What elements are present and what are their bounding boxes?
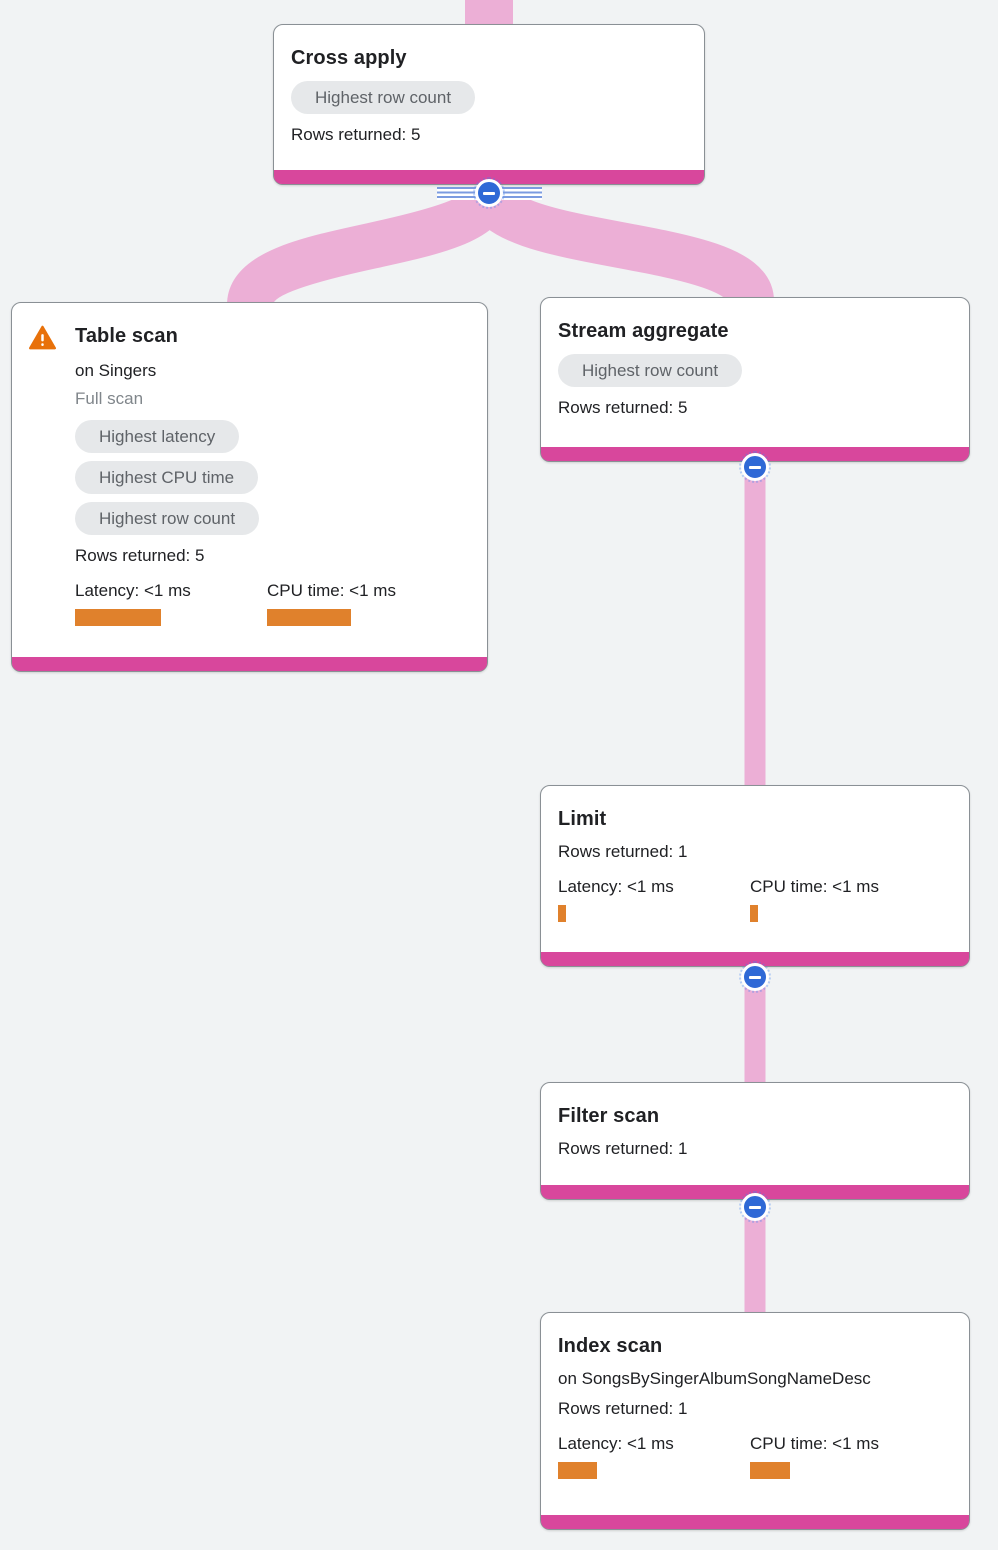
cpu-time-label: CPU time: <1 ms: [750, 877, 879, 896]
latency-bar: [558, 905, 566, 922]
collapse-button-filter-scan[interactable]: [739, 1191, 771, 1223]
latency-label: Latency: <1 ms: [558, 1434, 674, 1453]
edge-cross-apply-to-stream-aggregate: [466, 184, 774, 306]
node-accent-bar: [12, 657, 487, 671]
collapse-button-limit[interactable]: [739, 961, 771, 993]
highlight-badge: Highest row count: [558, 354, 743, 387]
cpu-time-bar: [750, 905, 758, 922]
minus-icon: [749, 1205, 761, 1209]
node-accent-bar: [541, 1185, 969, 1199]
rows-returned: Rows returned: 1: [558, 1399, 688, 1418]
latency-label: Latency: <1 ms: [75, 581, 191, 600]
collapse-button-stream-aggregate[interactable]: [739, 451, 771, 483]
warning-icon: [29, 325, 56, 350]
rows-returned: Rows returned: 1: [558, 842, 688, 861]
node-title: Index scan: [558, 1335, 663, 1357]
edge-stripe-right: [502, 187, 542, 200]
plan-node-filter-scan[interactable]: Filter scan Rows returned: 1: [540, 1082, 970, 1200]
highlight-badge: Highest row count: [291, 81, 476, 114]
minus-icon: [749, 465, 761, 469]
latency-label: Latency: <1 ms: [558, 877, 674, 896]
rows-returned: Rows returned: 5: [558, 398, 688, 417]
plan-node-limit[interactable]: Limit Rows returned: 1 Latency: <1 ms CP…: [540, 785, 970, 967]
node-accent-bar: [541, 1515, 969, 1529]
node-subtitle: on Singers: [75, 361, 157, 380]
node-accent-bar: [274, 170, 704, 184]
highlight-badge: Highest latency: [75, 420, 240, 453]
node-title: Cross apply: [291, 47, 407, 69]
cpu-time-bar: [750, 1462, 790, 1479]
node-title: Filter scan: [558, 1105, 660, 1127]
highlight-badge: Highest CPU time: [75, 461, 259, 494]
latency-bar: [558, 1462, 597, 1479]
collapse-button-cross-apply[interactable]: [473, 177, 505, 209]
edge-stripe-left: [437, 187, 477, 200]
highlight-badge: Highest row count: [75, 502, 260, 535]
node-title: Limit: [558, 808, 607, 830]
rows-returned: Rows returned: 5: [75, 546, 205, 565]
latency-bar: [75, 609, 161, 626]
node-note: Full scan: [75, 389, 144, 408]
minus-icon: [749, 975, 761, 979]
plan-node-table-scan[interactable]: Table scan on Singers Full scan Highest …: [11, 302, 488, 672]
plan-node-stream-aggregate[interactable]: Stream aggregate Highest row count Rows …: [540, 297, 970, 462]
node-title: Stream aggregate: [558, 320, 729, 342]
cpu-time-bar: [267, 609, 351, 626]
node-title: Table scan: [75, 325, 178, 347]
cpu-time-label: CPU time: <1 ms: [750, 1434, 879, 1453]
node-subtitle: on SongsBySingerAlbumSongNameDesc: [558, 1369, 871, 1388]
node-accent-bar: [541, 952, 969, 966]
minus-icon: [483, 191, 495, 195]
plan-node-index-scan[interactable]: Index scan on SongsBySingerAlbumSongName…: [540, 1312, 970, 1530]
cpu-time-label: CPU time: <1 ms: [267, 581, 396, 600]
rows-returned: Rows returned: 1: [558, 1139, 688, 1158]
plan-node-cross-apply[interactable]: Cross apply Highest row count Rows retur…: [273, 24, 705, 185]
edge-cross-apply-to-table-scan: [227, 184, 512, 310]
rows-returned: Rows returned: 5: [291, 125, 421, 144]
